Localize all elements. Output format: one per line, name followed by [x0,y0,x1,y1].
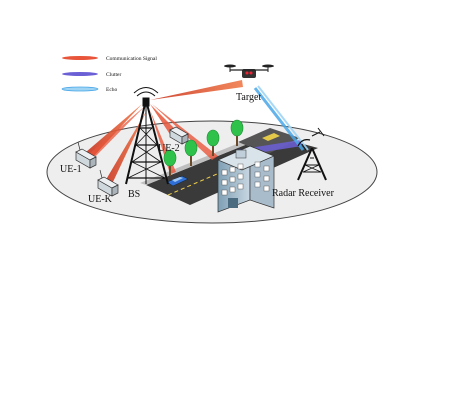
ue-2-device [169,126,189,145]
legend-label: Echo [106,87,118,93]
echo-beams [253,85,309,151]
ue-k-device [97,169,119,197]
beam-bs-ue1-b [82,106,145,164]
legend-label: Clutter [106,72,121,78]
satellite-dish-icon [297,139,311,147]
target-label: Target [236,92,261,103]
parked-car [262,133,280,141]
legend-label: Communication Signal [106,56,157,62]
tree [163,149,177,176]
ue-1-device [75,141,97,169]
purple-beam-icon [62,72,98,76]
beam-bs-target [150,80,243,100]
radar-receiver-label: Radar Receiver [272,188,335,199]
bs-label: BS [128,189,140,200]
radar-receiver [297,127,327,181]
building [217,145,275,213]
legend: Communication Signal Clutter Echo [61,56,157,93]
base-station-tower [125,87,169,185]
tree [206,129,220,156]
tree [230,119,244,146]
ue-1-label: UE-1 [60,164,82,175]
ue-k-label: UE-K [88,194,113,205]
legend-item-clutter: Clutter [62,72,121,78]
car [166,175,189,187]
beam-bs-uek [104,110,147,184]
legend-item-communication-signal: Communication Signal [62,56,157,62]
ue-2-label: UE-2 [158,143,180,154]
legend-item-echo: Echo [61,86,118,93]
blue-beam-icon [61,86,99,92]
red-beam-icon [62,56,98,60]
tree [184,139,198,166]
drone-target [224,64,274,78]
trees [163,119,244,176]
beam-bs-ue1 [86,104,142,158]
beam-bs-ue2 [150,104,176,136]
